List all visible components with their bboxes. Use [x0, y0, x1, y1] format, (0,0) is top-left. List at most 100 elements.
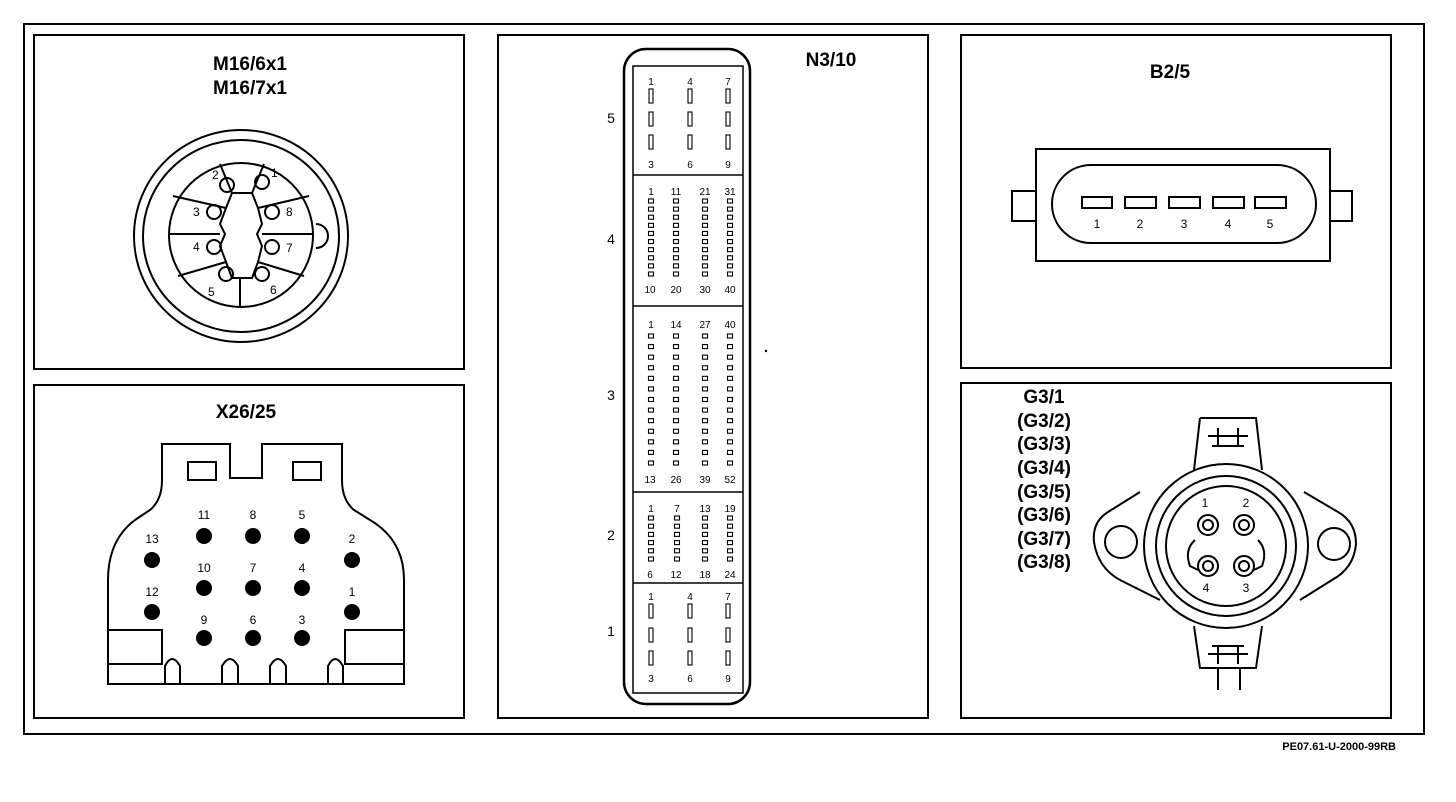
n3-section-label-1: 1 — [607, 623, 615, 639]
n3-section-5-contacts — [648, 88, 731, 150]
n3-pin-contact — [672, 222, 680, 228]
n3-pin-contact — [648, 650, 654, 666]
n3-pin-contact — [726, 386, 734, 392]
x26-pin-label: 1 — [349, 585, 356, 599]
n3-pin-contact — [672, 439, 680, 445]
n3-pin-contact — [726, 428, 734, 434]
figure-reference-id: PE07.61-U-2000-99RB — [1282, 741, 1396, 753]
n3-pin-label: 52 — [724, 475, 736, 486]
n3-pin-contact — [647, 263, 655, 269]
n3-pin-contact — [672, 407, 680, 413]
g3-title-line: (G3/8) — [1017, 552, 1071, 573]
n3-pin-label: 31 — [724, 187, 736, 198]
n3-pin-contact — [647, 230, 655, 236]
n3-pin-label: 20 — [670, 285, 682, 296]
n3-pin-label: 30 — [699, 285, 711, 296]
n3-pin-contact — [726, 439, 734, 445]
x26-pin-label: 13 — [145, 532, 159, 546]
g3-pin-label: 3 — [1243, 581, 1250, 595]
n3-section-3-labels: 1 14 27 40 13 26 39 52 — [644, 320, 736, 486]
n3-pin-contact — [726, 540, 734, 546]
x26-pin-label: 12 — [145, 585, 159, 599]
n3-pin-contact — [726, 548, 734, 554]
outer-frame — [23, 23, 1425, 735]
n3-pin-contact — [701, 523, 709, 529]
n3-pin-contact — [726, 460, 734, 466]
n3-pin-label: 18 — [699, 570, 711, 581]
n3-section-label-4: 4 — [607, 231, 615, 247]
m16-pin-labels: 2 1 3 8 4 7 5 6 — [193, 166, 293, 299]
g3-title-line: (G3/2) — [1017, 411, 1071, 432]
x26-pin-label: 3 — [299, 613, 306, 627]
panel-b25-connector[interactable]: B2/5 1 2 3 4 5 — [960, 34, 1392, 369]
n3-pin-label: 19 — [724, 504, 736, 515]
n3-pin-contact — [647, 449, 655, 455]
n3-pin-contact — [647, 418, 655, 424]
n3-pin-contact — [647, 247, 655, 253]
n3-pin-contact — [647, 515, 655, 521]
n3-pin-contact — [647, 523, 655, 529]
n3-pin-contact — [701, 333, 709, 339]
n3-pin-contact — [726, 556, 734, 562]
n3-pin-contact — [672, 214, 680, 220]
panel-m16-connector[interactable]: M16/6x1 M16/7x1 2 1 3 8 4 — [33, 34, 465, 370]
panel-g3-connector[interactable]: G3/1 (G3/2) (G3/3) (G3/4) (G3/5) (G3/6) … — [960, 382, 1392, 719]
n3-pin-label: 13 — [644, 475, 656, 486]
n3-section-4-contacts — [647, 198, 734, 277]
n3-pin-contact — [673, 523, 681, 529]
m16-pin-label: 8 — [286, 205, 293, 219]
x26-pin-labels: 13 11 8 5 2 10 7 4 12 1 9 6 3 — [145, 508, 355, 627]
n3-section-4-labels: 1 11 21 31 10 20 30 40 — [644, 187, 736, 296]
b25-pin-labels: 1 2 3 4 5 — [1094, 217, 1274, 231]
n3-pin-label: 6 — [687, 160, 693, 171]
n3-section-3-contacts — [647, 333, 734, 466]
n3-pin-contact — [647, 548, 655, 554]
n3-pin-contact — [701, 428, 709, 434]
panel-x26-connector[interactable]: X26/25 13 11 8 5 2 10 7 4 — [33, 384, 465, 719]
n3-connector-housing — [622, 47, 752, 706]
n3-pin-contact — [726, 255, 734, 261]
n3-pin-contact — [647, 540, 655, 546]
n3-pin-label: 12 — [670, 570, 682, 581]
n3-pin-label: 7 — [674, 504, 680, 515]
n3-pin-contact — [726, 523, 734, 529]
n3-pin-label: 27 — [699, 320, 711, 331]
x26-pin-label: 7 — [250, 561, 257, 575]
n3-section-5-labels: 1 4 7 3 6 9 — [648, 77, 731, 171]
n3-pin-contact — [687, 650, 693, 666]
panel-n3-connector[interactable]: N3/10 5 1 4 7 3 6 9 4 1 11 21 31 10 — [497, 34, 929, 719]
n3-pin-label: 9 — [725, 674, 731, 685]
n3-pin-label: 7 — [725, 77, 731, 88]
n3-pin-contact — [701, 230, 709, 236]
panel-m16-title-line-2: M16/7x1 — [213, 78, 287, 99]
n3-pin-contact — [648, 88, 654, 104]
m16-pin-label: 7 — [286, 241, 293, 255]
n3-section-2-contacts — [647, 515, 734, 562]
n3-pin-contact — [647, 222, 655, 228]
g3-title-line: (G3/5) — [1017, 482, 1071, 503]
n3-pin-contact — [701, 396, 709, 403]
n3-pin-contact — [701, 365, 709, 371]
m16-pin-label: 6 — [270, 283, 277, 297]
n3-pin-contact — [672, 255, 680, 261]
n3-pin-contact — [726, 247, 734, 253]
n3-pin-contact — [647, 396, 655, 403]
n3-pin-contact — [726, 344, 734, 350]
n3-pin-contact — [672, 344, 680, 350]
m16-pin-label: 5 — [208, 285, 215, 299]
n3-pin-label: 4 — [687, 592, 693, 603]
n3-pin-contact — [673, 548, 681, 554]
n3-pin-contact — [701, 198, 709, 204]
n3-pin-contact — [672, 247, 680, 253]
n3-pin-contact — [726, 354, 734, 360]
panel-x26-frame — [33, 384, 465, 719]
n3-pin-contact — [701, 206, 709, 212]
n3-pin-contact — [701, 540, 709, 546]
n3-pin-contact — [701, 271, 709, 277]
n3-pin-contact — [647, 386, 655, 392]
n3-pin-label: 13 — [699, 504, 711, 515]
panel-x26-title: X26/25 — [216, 402, 277, 423]
n3-pin-contact — [673, 531, 681, 537]
n3-pin-label: 10 — [644, 285, 656, 296]
n3-pin-contact — [726, 214, 734, 220]
